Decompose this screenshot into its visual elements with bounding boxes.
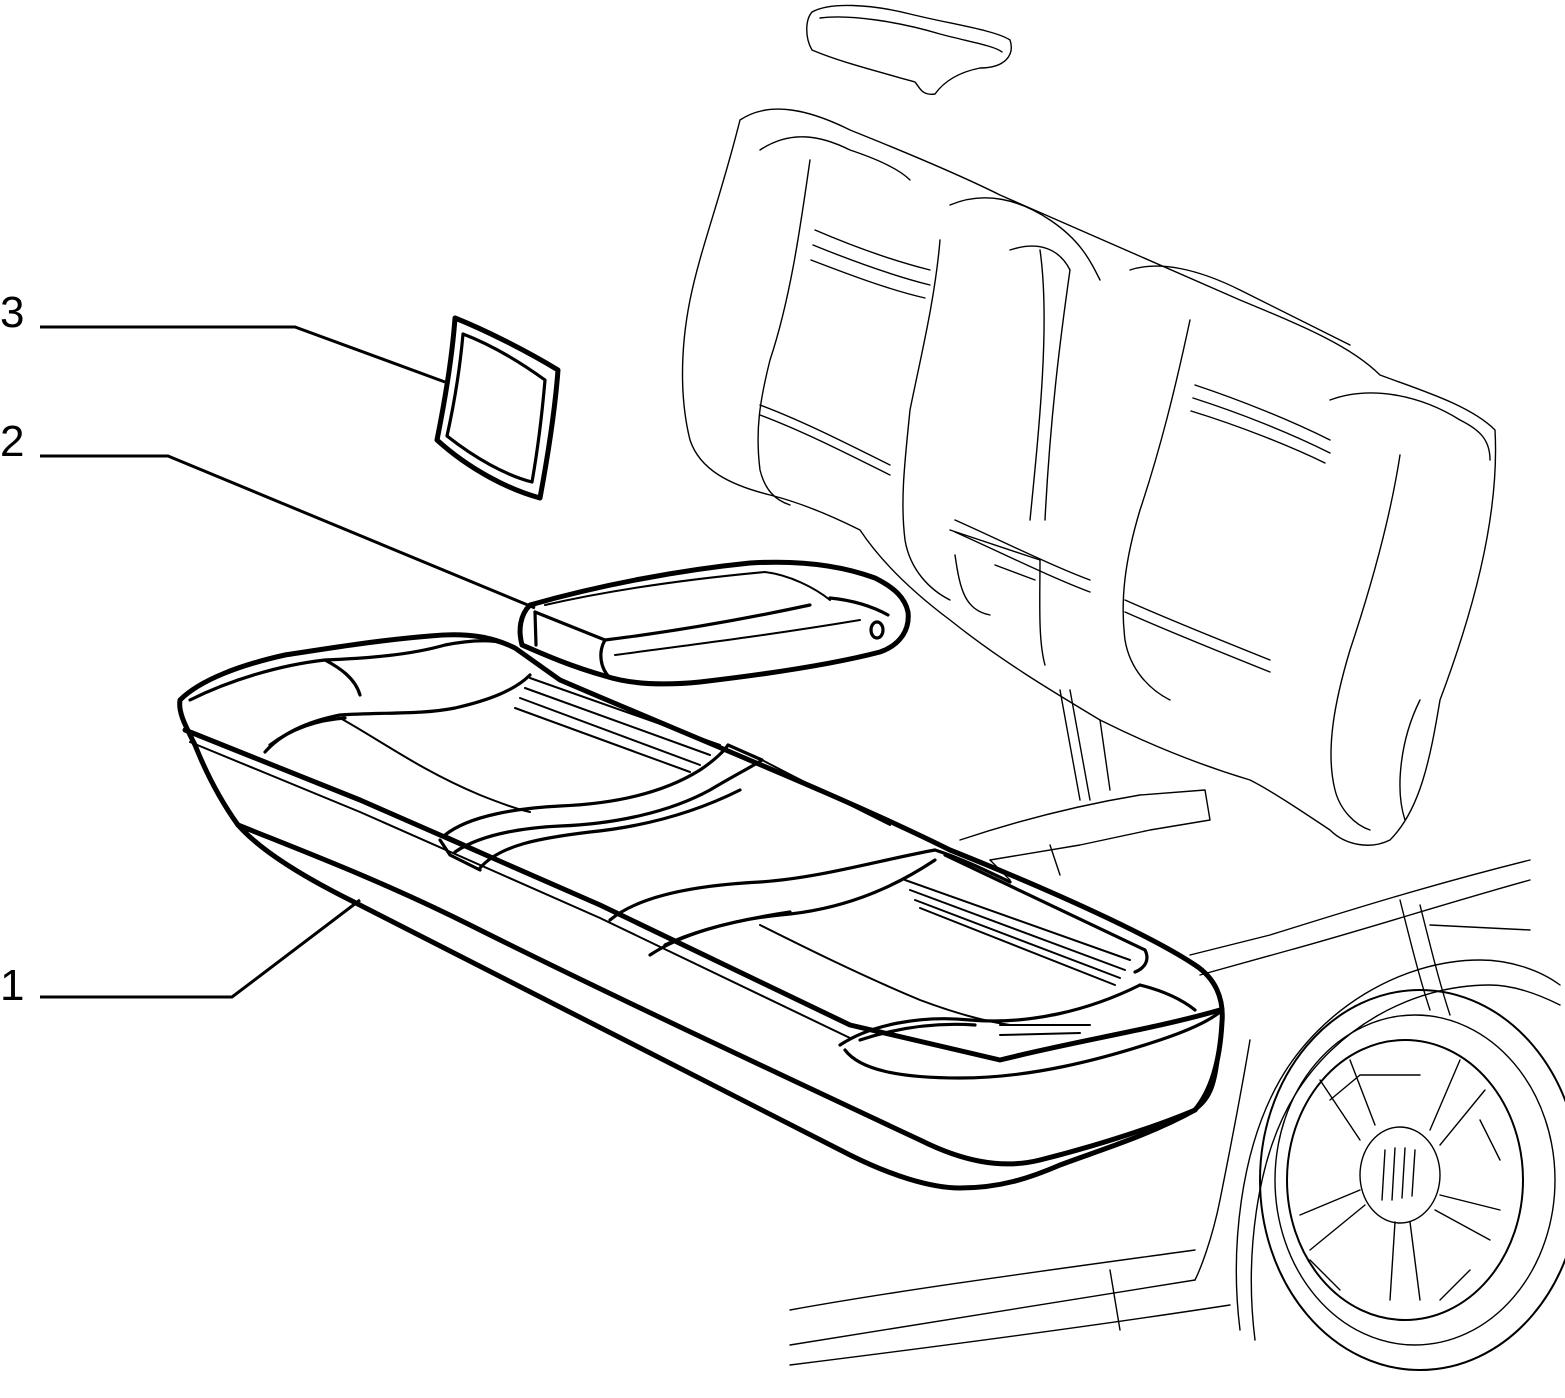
callout-leaders	[40, 325, 536, 999]
callout-labels: 3 2 1	[0, 288, 24, 1010]
leader-line-2	[40, 454, 536, 610]
car-body-drawing	[789, 789, 1565, 1371]
callout-2: 2	[0, 417, 24, 466]
part-3-pad	[434, 315, 561, 501]
seat-backrest-drawing	[681, 4, 1497, 846]
callout-3: 3	[0, 288, 24, 337]
callout-1: 1	[0, 961, 24, 1010]
part-1-seat-cushion	[177, 632, 1225, 1191]
part-2-armrest	[517, 559, 911, 687]
leader-line-1	[40, 898, 361, 999]
leader-line-3	[40, 325, 446, 384]
